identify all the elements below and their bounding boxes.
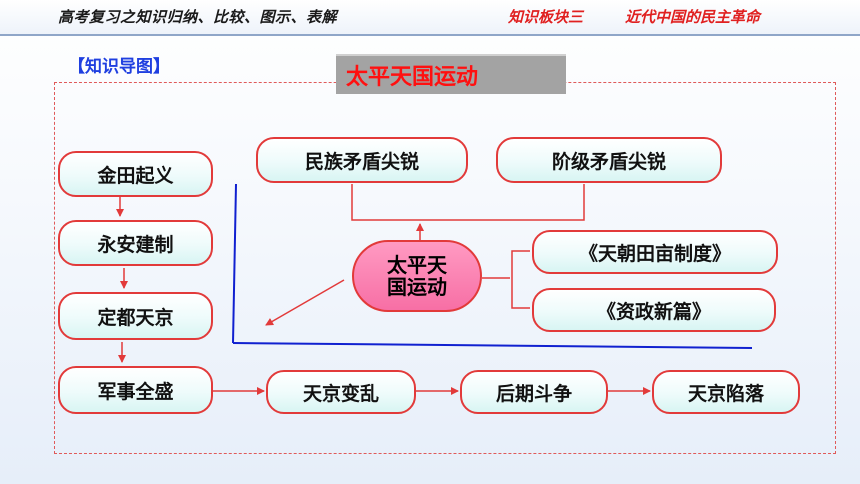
- section-tag: 【知识导图】: [68, 57, 170, 77]
- node-later-struggle: 后期斗争: [460, 370, 608, 414]
- center-line-2: 国运动: [387, 275, 447, 299]
- header-bar: 高考复习之知识归纳、比较、图示、表解 知识板块三 近代中国的民主革命: [0, 0, 860, 36]
- node-yongan-system: 永安建制: [58, 220, 213, 266]
- node-tianjing-incident: 天京变乱: [266, 370, 416, 414]
- node-taiping-movement: 太平天 国运动: [352, 240, 482, 312]
- node-ethnic-conflict: 民族矛盾尖锐: [256, 137, 468, 183]
- node-capital-tianjing: 定都天京: [58, 292, 213, 340]
- node-heavenly-land-system: 《天朝田亩制度》: [532, 230, 778, 274]
- node-class-conflict: 阶级矛盾尖锐: [496, 137, 722, 183]
- blue-vertical-axis: [232, 183, 237, 344]
- arrow-center-chain: [265, 279, 345, 326]
- node-new-treatise: 《资政新篇》: [532, 288, 776, 332]
- blue-horizontal-axis: [232, 342, 753, 349]
- header-module: 知识板块三: [508, 8, 584, 26]
- header-left-text: 高考复习之知识归纳、比较、图示、表解: [58, 8, 338, 26]
- programs-bracket: [511, 250, 530, 309]
- header-right-text: 知识板块三 近代中国的民主革命: [508, 6, 802, 27]
- header-topic: 近代中国的民主革命: [625, 8, 761, 26]
- node-jintian-uprising: 金田起义: [58, 151, 213, 197]
- diagram-title: 太平天国运动: [336, 54, 566, 94]
- node-tianjing-fall: 天京陷落: [652, 370, 800, 414]
- center-line-1: 太平天: [387, 253, 447, 277]
- node-military-peak: 军事全盛: [58, 366, 213, 414]
- causes-bracket: [351, 184, 585, 221]
